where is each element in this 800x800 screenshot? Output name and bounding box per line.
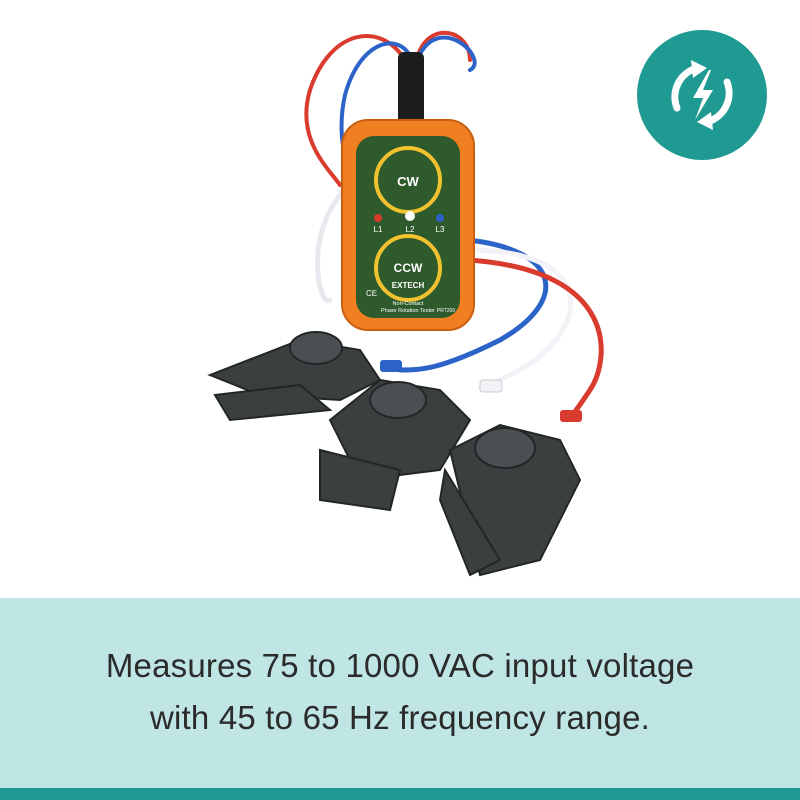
cable-strain-relief (398, 52, 424, 130)
white-collar (479, 379, 503, 393)
tester-body: CW L1 L2 L3 CCW EXTECH CE Non-Contact Ph… (341, 119, 475, 331)
subtitle-line2: Phase Rotation Tester (381, 308, 435, 314)
ccw-indicator-ring (374, 234, 442, 302)
clamp-1 (207, 331, 382, 422)
clamp-3 (438, 423, 582, 577)
caption-band (0, 598, 800, 788)
caption: Measures 75 to 1000 VAC input voltage wi… (0, 640, 800, 744)
ccw-label: CCW (394, 261, 423, 275)
model-number: PRT200 (437, 308, 455, 314)
blue-collar (380, 360, 402, 372)
phase-label-l1: L1 (374, 225, 383, 234)
caption-line-1: Measures 75 to 1000 VAC input voltage (105, 647, 695, 684)
clamp-2 (319, 378, 472, 512)
clamps (207, 331, 582, 577)
phase-rotation-badge (637, 30, 767, 160)
phase-tester-illustration: CW L1 L2 L3 CCW EXTECH CE Non-Contact Ph… (207, 30, 604, 577)
product-photo: CW L1 L2 L3 CCW EXTECH CE Non-Contact Ph… (207, 30, 767, 577)
cables (304, 30, 604, 421)
caption-line-2: with 45 to 65 Hz frequency range. (149, 699, 651, 736)
subtitle-line1: Non-Contact (393, 301, 424, 307)
red-collar (560, 410, 582, 422)
phase-label-l3: L3 (436, 225, 445, 234)
ce-mark: CE (366, 289, 377, 298)
phase-rotation-bolt-icon (671, 60, 733, 130)
brand-logo: EXTECH (392, 281, 425, 290)
cw-label: CW (397, 174, 419, 189)
phase-label-l2: L2 (406, 225, 415, 234)
bottom-accent-strip (0, 788, 800, 800)
